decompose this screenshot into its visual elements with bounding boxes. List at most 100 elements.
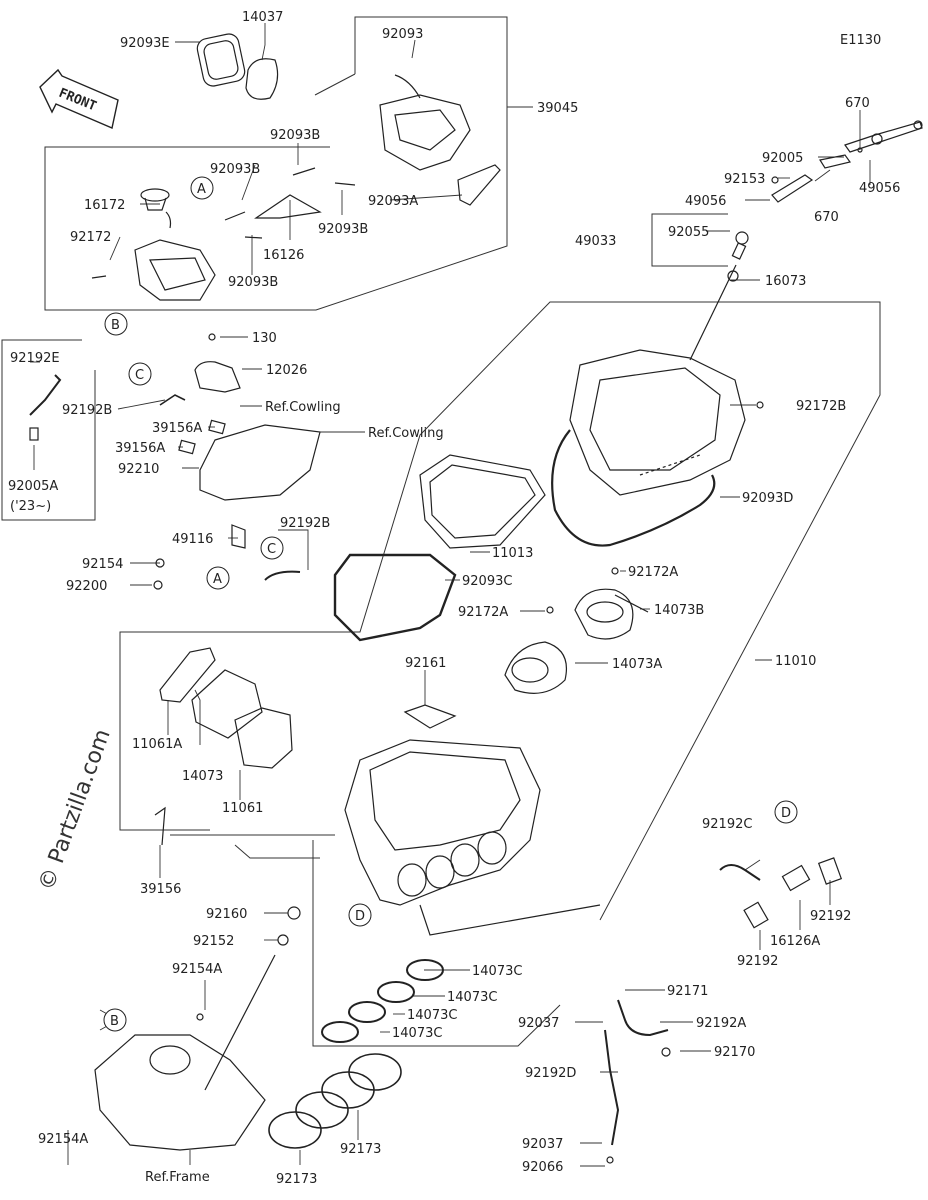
label-39156: 39156 <box>140 882 181 897</box>
front-arrow: FRONT <box>39 68 119 129</box>
funnel-14073b-shape <box>574 588 634 640</box>
upper-duct-39045-shape <box>379 94 471 171</box>
upper-housing-shape <box>569 349 746 496</box>
label-11013: 11013 <box>492 546 533 561</box>
label-16172: 16172 <box>84 198 125 213</box>
label-92153: 92153 <box>724 172 765 187</box>
callout-d-1: D <box>355 909 365 924</box>
label-ref-cowling-1: Ref.Cowling <box>265 400 341 415</box>
label-92172a-1: 92172A <box>628 565 678 580</box>
washer-92055-shape <box>735 231 749 245</box>
valve-16172-shape <box>140 188 170 202</box>
callout-a-1: A <box>197 182 206 197</box>
callout-circles <box>103 176 798 1032</box>
label-92093d: 92093D <box>742 491 793 506</box>
label-92173-1: 92173 <box>340 1142 381 1157</box>
label-92093b-4: 92093B <box>228 275 278 290</box>
label-92173-2: 92173 <box>276 1172 317 1187</box>
callout-c-1: C <box>135 368 144 383</box>
label-92170: 92170 <box>714 1045 755 1060</box>
part-sketches <box>29 33 923 1164</box>
solenoid-49116-shape <box>231 524 246 549</box>
funnel-14073a-shape <box>504 641 567 694</box>
label-14037: 14037 <box>242 10 283 25</box>
callout-a-2: A <box>213 572 222 587</box>
gasket-92093a-shape <box>457 164 501 206</box>
label-92093c: 92093C <box>462 574 512 589</box>
label-670-2: 670 <box>814 210 839 225</box>
label-14073b: 14073B <box>654 603 704 618</box>
grommet-92160-shape <box>287 906 301 920</box>
label-92192e: 92192E <box>10 351 60 366</box>
cover-14037-shape <box>245 58 279 100</box>
hose-92192e-shape <box>29 374 62 416</box>
label-92093b-1: 92093B <box>270 128 320 143</box>
label-92154: 92154 <box>82 557 123 572</box>
sheet-92161-shape <box>403 704 457 729</box>
element-11013-shape <box>419 454 546 549</box>
label-49116: 49116 <box>172 532 213 547</box>
label-92172: 92172 <box>70 230 111 245</box>
label-92192b-2: 92192B <box>280 516 330 531</box>
label-130: 130 <box>252 331 277 346</box>
label-92192c: 92192C <box>702 817 752 832</box>
gasket-92093c-shape <box>333 553 457 642</box>
label-92055: 92055 <box>668 225 709 240</box>
part-labels: 92093E 14037 92093 39045 92093B 92093B 9… <box>8 10 900 1187</box>
hose-92192a-shape <box>617 999 669 1037</box>
plate-16126-shape <box>254 194 322 219</box>
lower-housing-shape <box>344 739 541 906</box>
label-49033: 49033 <box>575 234 616 249</box>
valve-12026-shape <box>194 361 241 393</box>
label-14073c-4: 14073C <box>392 1026 442 1041</box>
clamp-92173-shape <box>268 1111 322 1149</box>
callout-c-2: C <box>267 542 276 557</box>
label-92152: 92152 <box>193 934 234 949</box>
label-14073c-1: 14073C <box>472 964 522 979</box>
label-92154a-1: 92154A <box>172 962 222 977</box>
label-92093e: 92093E <box>120 36 170 51</box>
label-92192-2: 92192 <box>737 954 778 969</box>
label-12026: 12026 <box>266 363 307 378</box>
watermark: © Partzilla.com <box>34 726 116 894</box>
label-92192-1: 92192 <box>810 909 851 924</box>
label-49056-2: 49056 <box>685 194 726 209</box>
label-92171: 92171 <box>667 984 708 999</box>
label-92192a: 92192A <box>696 1016 746 1031</box>
fuel-rail-shape <box>844 121 923 153</box>
ring-14073c-shape <box>321 1021 359 1043</box>
label-14073a: 14073A <box>612 657 662 672</box>
clip-39156-shape <box>154 806 166 846</box>
callout-d-2: D <box>781 806 791 821</box>
label-16073: 16073 <box>765 274 806 289</box>
seal-11061a-shape <box>159 647 216 703</box>
collar-92152-shape <box>277 934 289 946</box>
label-92172a-2: 92172A <box>458 605 508 620</box>
label-92160: 92160 <box>206 907 247 922</box>
label-14073c-3: 14073C <box>407 1008 457 1023</box>
label-92066: 92066 <box>522 1160 563 1175</box>
label-92037-2: 92037 <box>522 1137 563 1152</box>
label-92192b-1: 92192B <box>62 403 112 418</box>
lower-duct-shape <box>134 239 216 301</box>
gasket-92093e-shape <box>196 33 246 87</box>
callout-letters: A B C C A D D B <box>110 182 791 1029</box>
label-92093b-2: 92093B <box>210 162 260 177</box>
label-11061: 11061 <box>222 801 263 816</box>
label-16126a: 16126A <box>770 934 820 949</box>
group-outlines <box>1 16 881 1047</box>
clip-92170-shape <box>661 1047 671 1057</box>
callout-b-2: B <box>110 1014 119 1029</box>
label-14073c-2: 14073C <box>447 990 497 1005</box>
duct-14073-shape <box>191 669 263 739</box>
seal-11061-shape <box>234 707 293 769</box>
hose-49056-shape <box>771 174 814 203</box>
label-ref-cowling-2: Ref.Cowling <box>368 426 444 441</box>
label-92200: 92200 <box>66 579 107 594</box>
label-92192d: 92192D <box>525 1066 576 1081</box>
label-ref-frame: Ref.Frame <box>145 1170 210 1185</box>
hose-92192d-shape <box>604 1029 620 1146</box>
label-92093b-3: 92093B <box>318 222 368 237</box>
frame-bracket-shape <box>94 1034 266 1151</box>
